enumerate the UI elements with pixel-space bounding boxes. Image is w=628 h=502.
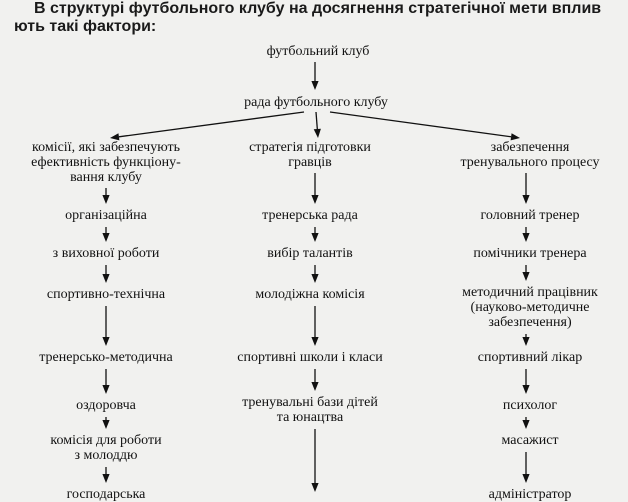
node-left-item-7: господарська	[67, 487, 146, 502]
arrow-right-3	[522, 265, 530, 281]
node-right-header-line: тренувального процесу	[460, 155, 600, 170]
node-middle-item-5-line: тренувальні бази дітей	[242, 395, 378, 410]
arrow-right-1	[522, 173, 530, 204]
arrow-club-to-board	[311, 62, 319, 90]
node-right-item-6: масажист	[501, 433, 558, 448]
node-left-item-2: з виховної роботи	[53, 246, 160, 261]
node-right-item-4: спортивний лікар	[478, 350, 582, 365]
node-right-item-2-line: помічники тренера	[473, 246, 587, 261]
node-football-club-line: футбольний клуб	[266, 44, 370, 59]
node-right-item-4-line: спортивний лікар	[477, 350, 583, 365]
node-left-item-3-line: спортивно-технічна	[46, 287, 166, 302]
node-middle-header-line: стратегія підготовки	[249, 140, 371, 155]
node-middle-item-2: вибір талантів	[267, 246, 353, 261]
node-middle-header-line: гравців	[288, 155, 332, 170]
node-right-item-3-line: методичний працівник	[462, 285, 598, 300]
arrow-left-1	[102, 188, 110, 204]
arrow-board-to-commissions	[110, 111, 305, 141]
node-right-item-6-line: масажист	[501, 433, 559, 448]
arrow-middle-1	[311, 173, 319, 204]
arrow-middle-5	[311, 369, 319, 391]
node-middle-item-4: спортивні школи і класи	[237, 350, 382, 365]
node-middle-item-1: тренерська рада	[262, 208, 358, 223]
arrow-board-to-training	[329, 111, 520, 141]
arrow-left-2	[102, 227, 110, 242]
arrow-left-3	[102, 265, 110, 283]
node-left-item-2-line: з виховної роботи	[52, 246, 160, 261]
node-left-item-4-line: тренерсько-методична	[39, 350, 173, 365]
arrow-right-7	[522, 452, 530, 483]
node-left-item-3: спортивно-технічна	[47, 287, 165, 302]
arrow-left-4	[102, 306, 110, 346]
arrow-middle-3	[311, 265, 319, 283]
node-middle-item-1-line: тренерська рада	[262, 208, 358, 223]
node-club-board: рада футбольного клубу	[244, 95, 388, 110]
node-middle-item-4-line: спортивні школи і класи	[237, 350, 383, 365]
node-right-item-5-line: психолог	[502, 398, 558, 413]
intro-line-2: ють такі фактори:	[14, 18, 157, 35]
node-middle-item-3-line: молодіжна комісія	[255, 287, 365, 302]
arrow-right-4	[522, 334, 530, 346]
node-left-item-7-line: господарська	[66, 487, 146, 502]
intro-line-1: В структурі футбольного клубу на досягне…	[34, 0, 602, 17]
node-left-header-line: ефективність функціону-	[31, 155, 181, 170]
node-right-item-3-line: (науково-методичне	[470, 300, 590, 315]
node-right-item-7-line: адміністратор	[488, 487, 572, 502]
arrow-left-5	[102, 369, 110, 394]
node-left-header-line: комісії, які забезпечують	[32, 140, 180, 155]
node-football-club: футбольний клуб	[267, 44, 370, 59]
arrow-left-6	[102, 417, 110, 429]
arrow-middle-2	[311, 227, 319, 242]
node-right-item-7: адміністратор	[489, 487, 572, 502]
node-right-item-2: помічники тренера	[473, 246, 586, 261]
node-right-item-1: головний тренер	[481, 208, 580, 223]
node-left-item-6-line: комісія для роботи	[50, 433, 162, 448]
arrow-middle-4	[311, 306, 319, 346]
arrow-middle-continue	[311, 429, 319, 492]
arrow-left-7	[102, 467, 110, 483]
node-club-board-line: рада футбольного клубу	[244, 95, 388, 110]
node-left-item-1: організаційна	[65, 208, 147, 223]
node-left-item-1-line: організаційна	[65, 208, 147, 223]
node-left-item-4: тренерсько-методична	[39, 350, 173, 365]
node-middle-item-2-line: вибір талантів	[267, 246, 353, 261]
node-middle-item-3: молодіжна комісія	[255, 287, 364, 302]
node-left-item-5: оздоровча	[76, 398, 136, 413]
node-left-item-5-line: оздоровча	[76, 398, 136, 413]
node-right-item-1-line: головний тренер	[480, 208, 580, 223]
arrow-right-6	[522, 417, 530, 429]
node-right-item-5: психолог	[503, 398, 557, 413]
node-right-header-line: забезпечення	[490, 140, 570, 155]
node-left-item-6-line: з молоддю	[74, 448, 138, 463]
arrow-right-2	[522, 227, 530, 242]
arrow-board-to-strategy	[313, 111, 321, 138]
node-right-item-3-line: забезпечення)	[488, 315, 572, 330]
node-middle-item-5-line: та юнацтва	[276, 410, 344, 425]
arrow-right-5	[522, 369, 530, 394]
node-left-header-line: вання клубу	[70, 170, 142, 185]
